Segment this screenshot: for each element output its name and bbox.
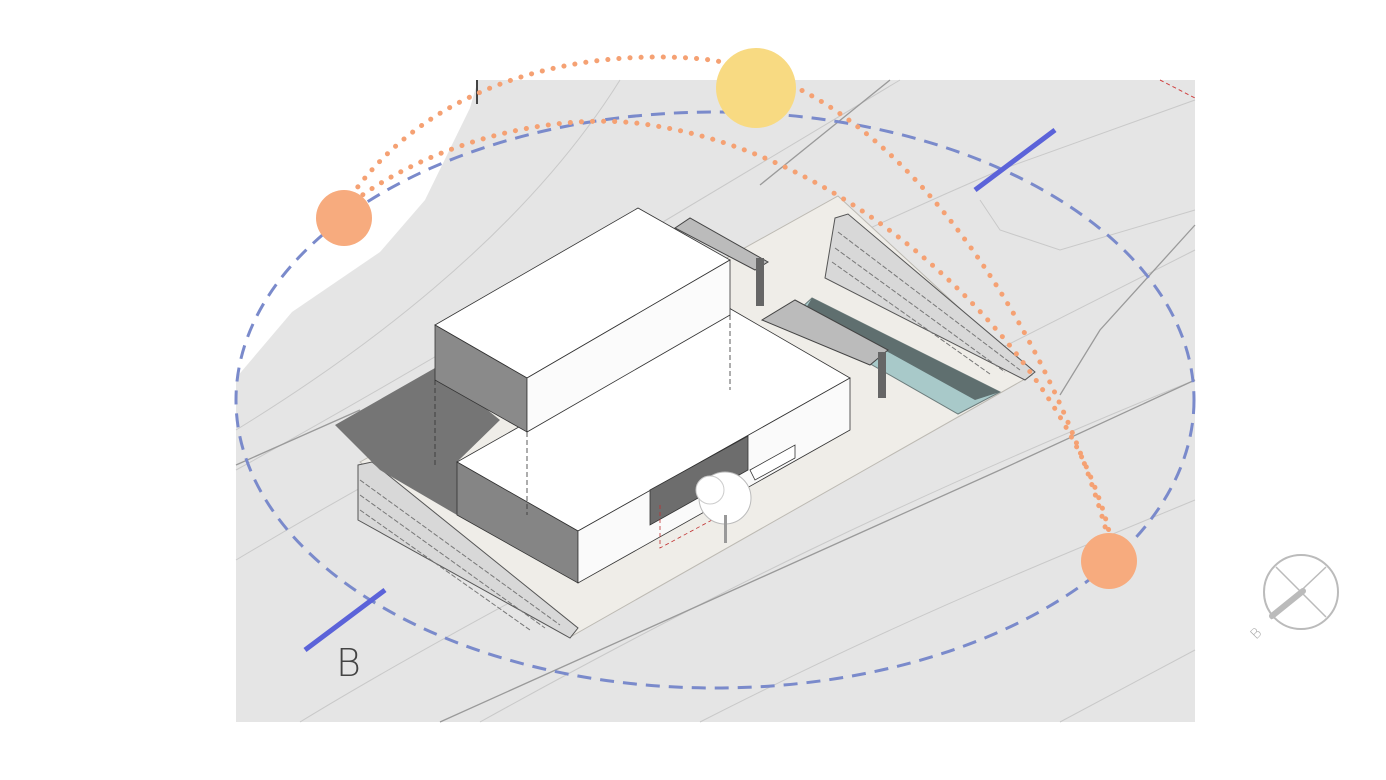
section-label: B xyxy=(336,641,361,685)
pergola-lower xyxy=(760,299,889,398)
pergola-upper xyxy=(674,217,769,306)
upper-volume xyxy=(434,207,731,515)
pool-shade xyxy=(800,298,1000,400)
tree-icon xyxy=(695,471,752,543)
entry-opening xyxy=(649,435,749,526)
compass-label: B xyxy=(1248,625,1266,643)
sun-sunrise xyxy=(316,190,372,246)
ramp-wall-right xyxy=(824,213,1036,381)
road-edges xyxy=(235,79,1196,723)
compass-icon: B xyxy=(1248,554,1339,643)
sun-orbit xyxy=(234,110,1196,690)
sun-zenith xyxy=(716,48,796,128)
sun-path-winter xyxy=(342,118,1115,548)
section-marker-bottom xyxy=(303,588,387,652)
sun-sunset xyxy=(1081,533,1137,589)
ramp-wall-left xyxy=(357,461,579,639)
building-shadow xyxy=(335,368,500,515)
section-marker-top xyxy=(973,128,1057,192)
